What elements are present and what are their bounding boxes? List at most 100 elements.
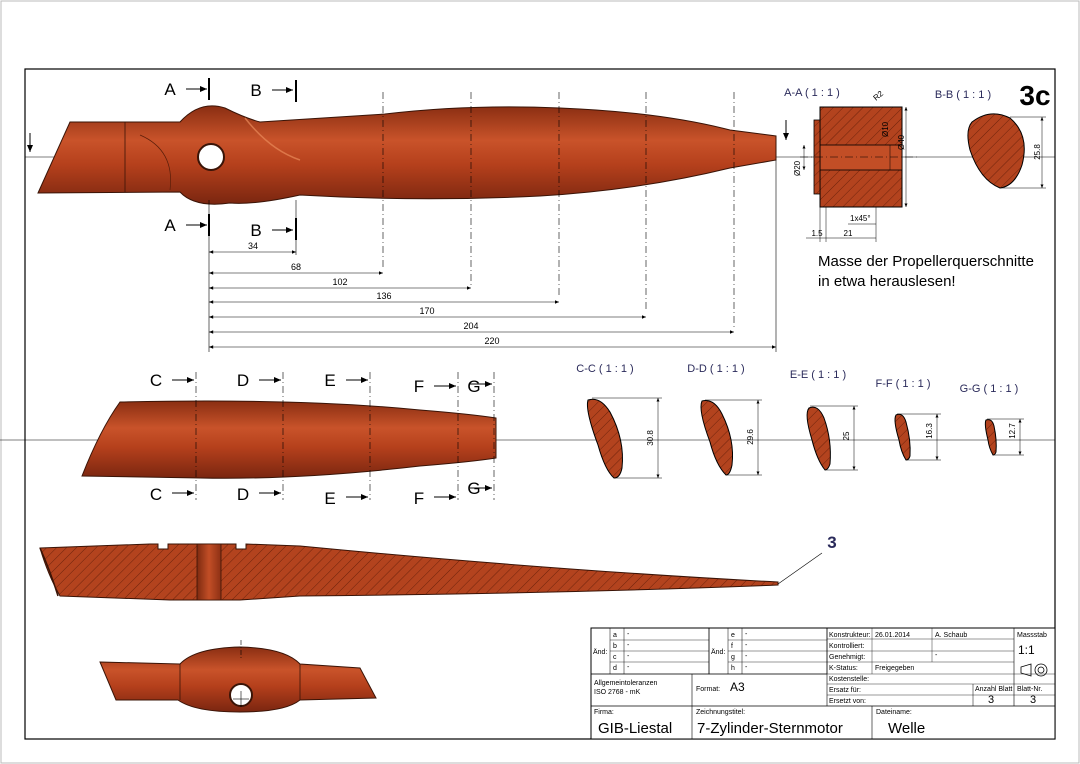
kontrolliert-label: Kontrolliert: [829, 643, 864, 650]
drawing-frame [24, 68, 1056, 740]
hub-hole [197, 143, 225, 171]
side-callout: 3 [827, 533, 836, 552]
dim-d10: Ø10 [881, 121, 890, 137]
tolerances-line-1: Allgemeintoleranzen [594, 680, 658, 687]
note-line-1: Masse der Propellerquerschnitte [818, 253, 1034, 270]
section-gg: G-G ( 1 : 1 ) 12.7 [960, 383, 1024, 456]
rev-letter-a: a [613, 632, 617, 639]
konstrukteur-date: 26.01.2014 [875, 632, 910, 639]
section-aa: A-A ( 1 : 1 ) R2 Ø10 Ø40 Ø20 1x45° 1.5 2… [784, 87, 920, 242]
kostenstelle-label: Kostenstelle: [829, 676, 869, 683]
dim-gg: 12.7 [1008, 423, 1017, 439]
propeller-top-view [25, 105, 1055, 205]
dim-136: 136 [376, 291, 391, 301]
konstrukteur-label: Konstrukteur: [829, 632, 871, 639]
dim-68: 68 [291, 262, 301, 272]
note-line-2: in etwa herauslesen! [818, 273, 956, 290]
blatt-nr-value: 3 [1030, 694, 1036, 706]
rev-letter-h: h [731, 665, 735, 672]
dim-204: 204 [463, 321, 478, 331]
section-title-aa: A-A ( 1 : 1 ) [784, 87, 840, 99]
section-letter-e-top: E [324, 371, 335, 390]
section-letter-a-bottom: A [164, 216, 176, 235]
kstatus-value: Freigegeben [875, 665, 914, 672]
section-letter-e-bottom: E [324, 489, 335, 508]
rev-dash-a: - [627, 631, 630, 638]
blade-middle-view [0, 372, 1055, 500]
blatt-nr-label: Blatt-Nr. [1017, 686, 1042, 693]
title-block: Änd: a b c d - - - - Änd: e f g h - - - … [590, 627, 1056, 740]
rev-letter-e: e [731, 632, 735, 639]
firma-label: Firma: [594, 709, 614, 716]
aend-label-left: Änd: [593, 648, 607, 656]
dim-bb: 25.8 [1033, 144, 1042, 160]
dim-34: 34 [248, 241, 258, 251]
section-letter-b-bottom: B [250, 221, 261, 240]
section-letter-f-top: F [414, 377, 424, 396]
rev-dash-h: - [745, 664, 748, 671]
dateiname-label: Dateiname: [876, 709, 912, 716]
section-bb: B-B ( 1 : 1 ) 25.8 [935, 89, 1046, 189]
dim-cc: 30.8 [646, 430, 655, 446]
dim-d20: Ø20 [793, 160, 802, 176]
dateiname-value: Welle [888, 720, 925, 737]
ersatz-fuer-label: Ersatz für: [829, 687, 861, 694]
konstrukteur-name: A. Schaub [935, 632, 967, 639]
rev-letter-c: c [613, 654, 617, 661]
rev-letter-f: f [731, 643, 733, 650]
dim-102: 102 [332, 277, 347, 287]
massstab-label: Massstab [1017, 632, 1047, 639]
dim-1-5: 1.5 [811, 229, 823, 238]
section-title-dd: D-D ( 1 : 1 ) [687, 363, 744, 375]
massstab-value: 1:1 [1018, 643, 1035, 657]
dim-220: 220 [484, 336, 499, 346]
section-title-cc: C-C ( 1 : 1 ) [576, 363, 633, 375]
section-letter-c-top: C [150, 371, 162, 390]
section-letter-f-bottom: F [414, 489, 424, 508]
rev-dash-e: - [745, 631, 748, 638]
rev-letter-g: g [731, 654, 735, 661]
rev-dash-b: - [627, 642, 630, 649]
dimension-chain: 34 68 102 136 170 204 220 [209, 241, 776, 349]
genehmigt-label: Genehmigt: [829, 654, 865, 661]
format-value: A3 [730, 680, 745, 694]
zeichnungstitel-label: Zeichnungstitel: [696, 709, 745, 716]
projection-symbol-icon [1020, 663, 1048, 677]
propeller-hub-detail [99, 640, 377, 713]
dim-ee: 25 [842, 431, 851, 440]
rev-letter-b: b [613, 643, 617, 650]
dim-d40: Ø40 [897, 134, 906, 150]
section-ee: E-E ( 1 : 1 ) 25 [790, 369, 858, 471]
aend-label-right: Änd: [711, 648, 725, 656]
rev-dash-g: - [745, 653, 748, 660]
anzahl-blatt-label: Anzahl Blatt [975, 686, 1012, 693]
propeller-side-section: 3 [39, 533, 837, 601]
rev-dash-d: - [627, 664, 630, 671]
section-cc: C-C ( 1 : 1 ) 30.8 [576, 363, 662, 479]
rev-letter-d: d [613, 665, 617, 672]
section-dd: D-D ( 1 : 1 ) 29.6 [687, 363, 762, 476]
station-lines [208, 92, 777, 352]
sheet-label: 3c [1019, 80, 1050, 111]
dim-dd: 29.6 [746, 429, 755, 445]
dim-21: 21 [844, 229, 853, 238]
section-letter-a-top: A [164, 80, 176, 99]
ersetzt-von-label: Ersetzt von: [829, 698, 866, 705]
section-letter-b-top: B [250, 81, 261, 100]
section-title-gg: G-G ( 1 : 1 ) [960, 383, 1019, 395]
kstatus-label: K-Status: [829, 665, 858, 672]
dim-170: 170 [419, 306, 434, 316]
section-letter-d-bottom: D [237, 485, 249, 504]
tolerances-line-2: ISO 2768 - mK [594, 689, 641, 696]
section-letter-g-top: G [467, 377, 480, 396]
section-letter-d-top: D [237, 371, 249, 390]
firma-value: GIB-Liestal [598, 720, 672, 737]
rev-dash-c: - [627, 653, 630, 660]
section-title-ff: F-F ( 1 : 1 ) [876, 378, 931, 390]
genehmigt-dash: - [935, 652, 938, 659]
section-markers-cg: C C D D E E F F G G [150, 371, 492, 508]
zeichnungstitel-value: 7-Zylinder-Sternmotor [697, 720, 843, 737]
section-title-bb: B-B ( 1 : 1 ) [935, 89, 991, 101]
section-ff: F-F ( 1 : 1 ) 16.3 [876, 378, 941, 461]
